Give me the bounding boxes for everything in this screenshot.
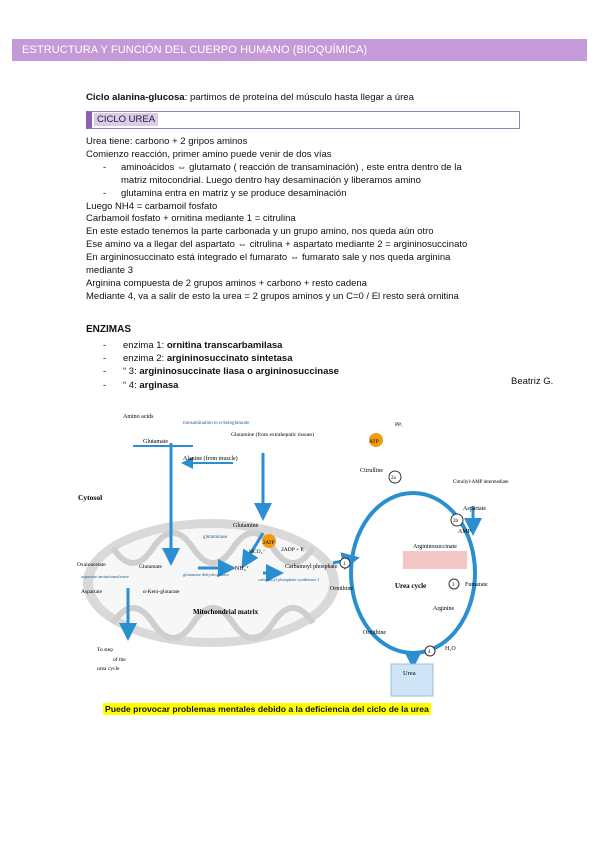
step-2b-marker — [450, 513, 464, 527]
label-asp-aminotransferase: aspartate aminotransferase — [81, 574, 129, 579]
label-to-step: To step — [97, 647, 113, 653]
label-argininosuccinate: Argininosuccinate — [413, 544, 457, 550]
body-line: Mediante 4, va a salir de esto la urea =… — [86, 290, 459, 302]
label-urea-cycle-2: urea cycle — [97, 666, 120, 672]
enzyme-prefix: enzima 2: — [123, 353, 167, 365]
enzimas-title: ENZIMAS — [86, 324, 131, 335]
label-mito-matrix: Mitochondrial matrix — [193, 608, 259, 616]
section-title: CICLO UREA — [94, 113, 159, 126]
label-amino-acids: Amino acids — [123, 414, 154, 420]
label-glutamine: Glutamine — [233, 523, 259, 529]
step-2a-label: 2a — [391, 476, 397, 481]
enzyme-prefix: “ 4: — [123, 379, 140, 391]
body-line: En argininosuccinato está integrado el f… — [86, 252, 451, 264]
argininosuccinate-box — [403, 551, 467, 569]
body-line: En este estado tenemos la parte carbonad… — [86, 226, 434, 238]
label-fumarate: Fumarate — [465, 582, 488, 588]
label-hco3: HCO₃⁻ — [249, 549, 266, 555]
enzyme-name: arginasa — [139, 379, 179, 391]
bullet-dash: - — [103, 187, 107, 199]
label-alanine: Alanine (from muscle) — [183, 455, 238, 462]
enzyme-name: argininosuccinato sintetasa — [166, 353, 293, 365]
enzyme-prefix: enzima 1: — [123, 340, 167, 351]
enzimas-list: -enzima 1: ornitina transcarbamilasa -en… — [86, 339, 506, 392]
enzyme-name: ornitina transcarbamilasa — [166, 340, 283, 351]
urea-cycle-diagram: Amino acids transamination to α-ketoglut… — [77, 414, 509, 697]
header-title: ESTRUCTURA Y FUNCIÓN DEL CUERPO HUMANO (… — [22, 44, 368, 56]
label-citrulline: Citrulline — [360, 468, 383, 474]
cristae — [110, 530, 316, 566]
highlight-note: Puede provocar problemas mentales debido… — [103, 703, 431, 715]
enzyme-item: -enzima 1: ornitina transcarbamilasa — [103, 340, 283, 351]
label-h2o: H₂O — [445, 646, 456, 652]
label-adp: 2ADP + Pᵢ — [281, 547, 304, 553]
body-line: Urea tiene: carbono + 2 gripos aminos — [86, 136, 248, 147]
bullet-dash: - — [103, 161, 107, 173]
body-line: Ese amino va a llegar del aspartato ⇔ ci… — [86, 239, 468, 251]
atp-badge — [262, 534, 276, 548]
label-amp: AMP — [458, 529, 472, 535]
step-1-marker — [339, 557, 351, 569]
bullet-item: - aminoácidos ⇔ glutamato ( reacción de t… — [86, 162, 526, 188]
enzyme-item: -enzima 2: argininosuccinato sintetasa — [103, 353, 293, 365]
label-glutamine-ext: Glutamine (from extrahepatic tissues) — [231, 431, 314, 438]
body-line: Luego NH4 = carbamoil fosfato — [86, 200, 218, 212]
label-aketoglutarate: α-Keto-glutarate — [143, 589, 180, 595]
bullet-text: glutamina entra en matriz y se produce d… — [121, 187, 347, 199]
label-cps: carbamoyl phosphate synthetase I — [258, 577, 319, 582]
cristae — [110, 605, 316, 641]
body-line: mediante 3 — [86, 265, 134, 277]
step-1-label: 1 — [343, 562, 346, 567]
enzyme-item: -“ 4: arginasa — [103, 379, 179, 391]
label-glutaminase: glutaminase — [203, 535, 228, 540]
enzyme-prefix: “ 3: — [123, 366, 140, 378]
label-carbamoyl-phosphate: Carbamoyl phosphate — [285, 564, 338, 570]
step-3-label: 3 — [452, 583, 455, 588]
urea-box — [390, 663, 434, 697]
bullet-item: - glutamina entra en matriz y se produce … — [86, 188, 526, 201]
intro-bold: Ciclo alanina-glucosa — [86, 92, 185, 103]
label-transamination: transamination to α-ketoglutarate — [183, 421, 250, 426]
label-arginine: Arginine — [433, 606, 455, 612]
label-glutamate: Glutamate — [143, 439, 168, 445]
label-glutamate-dh: glutamate dehydrogenase — [183, 572, 229, 577]
label-of-the: of the — [113, 656, 126, 663]
label-ppi: PPᵢ — [395, 422, 402, 428]
label-atp: ATP — [369, 439, 379, 445]
label-glutamate-2: Glutamate — [139, 564, 162, 570]
mitochondrion-inner — [93, 528, 329, 638]
intro-rest: : partimos de proteína del músculo hasta… — [184, 92, 414, 103]
step-4-marker — [424, 645, 436, 657]
intro-line: Ciclo alanina-glucosa: partimos de prote… — [86, 92, 414, 103]
atp-badge — [369, 433, 383, 447]
label-citrullyl-amp: Citrullyl-AMP intermediate — [453, 480, 509, 485]
enzyme-item: -“ 3: argininosuccinate liasa o arginino… — [103, 366, 339, 378]
label-aspartate: Aspartate — [81, 589, 103, 595]
label-aspartate-right: Aspartate — [463, 506, 486, 512]
step-3-marker — [448, 578, 460, 590]
body-line: Arginina compuesta de 2 grupos aminos + … — [86, 277, 367, 289]
label-cytosol: Cytosol — [78, 493, 102, 502]
author-name: Beatriz G. — [511, 376, 554, 387]
body-text: Urea tiene: carbono + 2 gripos aminos Co… — [86, 136, 526, 304]
label-ornithine: Ornithine — [330, 586, 353, 592]
label-ornithine-right: Ornithine — [363, 630, 386, 636]
label-urea: Urea — [403, 670, 416, 677]
step-2a-marker — [388, 470, 402, 484]
bullet-text: matriz mitocondrial. Luego dentro hay de… — [121, 174, 421, 186]
body-line: Comienzo reacción, primer amino puede ve… — [86, 148, 332, 160]
flow-arrow — [241, 532, 265, 569]
label-2atp: 2ATP — [263, 541, 275, 546]
section-heading: CICLO UREA — [86, 111, 520, 129]
step-4-label: 4 — [428, 650, 431, 655]
label-oxaloacetate: Oxaloacetate — [77, 562, 106, 568]
bullet-text: aminoácidos ⇔ glutamato ( reacción de tr… — [121, 161, 462, 173]
body-line: Carbamoil fosfato + ornitina mediante 1 … — [86, 213, 296, 225]
page-header: ESTRUCTURA Y FUNCIÓN DEL CUERPO HUMANO (… — [12, 39, 587, 61]
label-nh4: NH₄⁺ — [235, 565, 249, 572]
label-urea-cycle: Urea cycle — [395, 582, 426, 590]
enzyme-name: argininosuccinate liasa o argininosuccin… — [139, 366, 339, 378]
step-2b-label: 2b — [453, 519, 459, 524]
